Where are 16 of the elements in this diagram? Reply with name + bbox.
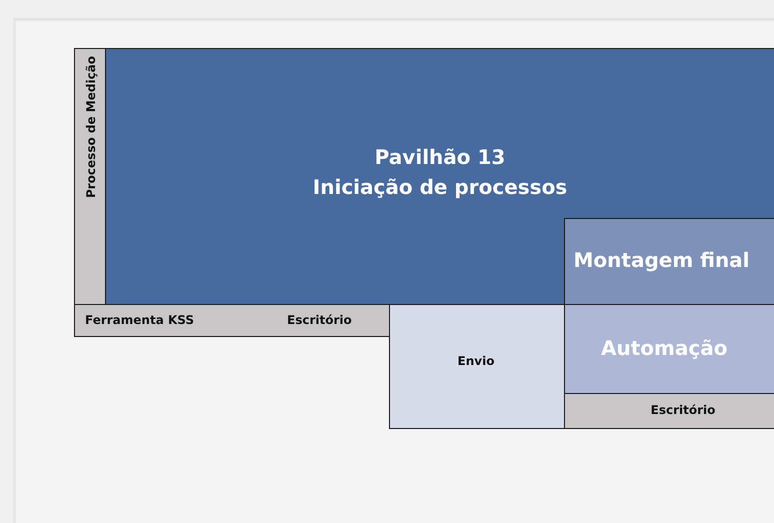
hall-title: Pavilhão 13 (374, 145, 506, 169)
room-area (564, 393, 774, 429)
room-area (564, 304, 774, 394)
room-label: Automação (601, 336, 728, 360)
hall-subtitle: Iniciação de processos (312, 175, 568, 199)
room-area (389, 304, 565, 429)
room-label: Ferramenta KSS (85, 313, 194, 327)
room-label: Escritório (287, 313, 352, 327)
room-strip (74, 48, 106, 305)
hall-area (105, 48, 774, 305)
room-area (564, 218, 774, 304)
room-label: Envio (458, 354, 494, 368)
room-label: Processo de Medição (84, 56, 98, 198)
room-label: Escritório (650, 403, 716, 417)
room-label: Montagem final (574, 248, 750, 272)
room-strip (74, 304, 390, 337)
